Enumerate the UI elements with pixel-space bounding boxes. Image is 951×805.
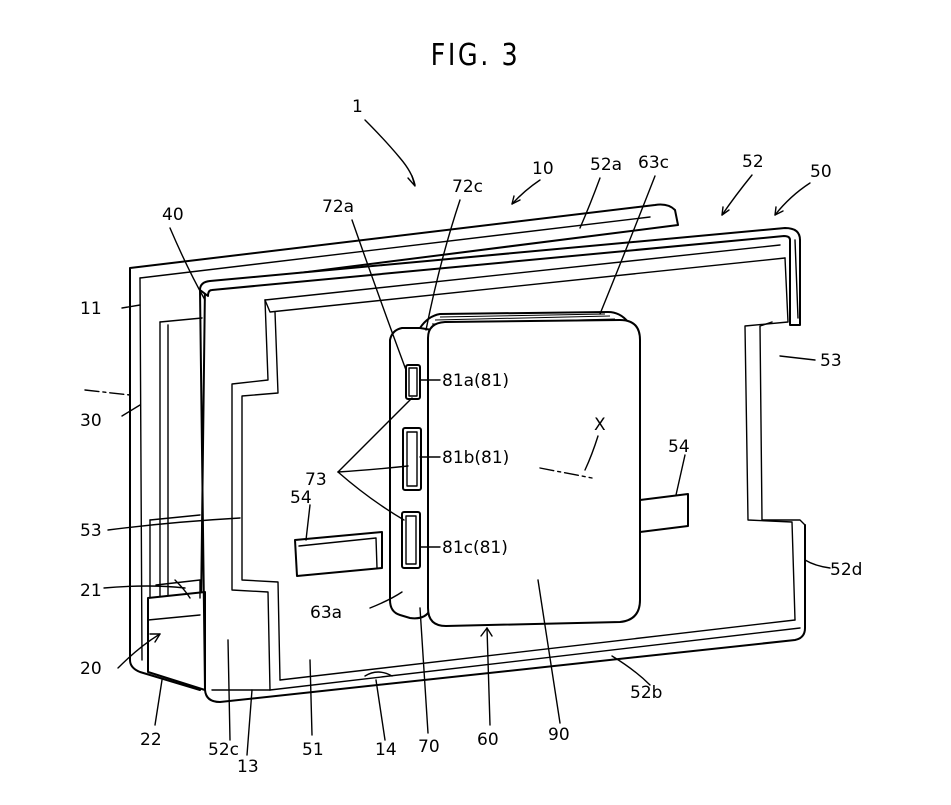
label-11: 11	[80, 299, 102, 319]
label-50: 50	[810, 162, 832, 182]
label-13: 13	[237, 757, 259, 777]
label-53-left: 53	[80, 521, 102, 541]
label-70: 70	[418, 737, 440, 757]
leader-lines	[103, 119, 831, 756]
label-30: 30	[80, 411, 102, 431]
label-81c: 81c(81)	[442, 538, 508, 558]
label-10: 10	[532, 159, 554, 179]
port-81b	[402, 427, 422, 491]
label-72c: 72c	[452, 177, 483, 197]
label-81b: 81b(81)	[442, 448, 509, 468]
label-X: X	[594, 415, 606, 435]
slot-right	[639, 493, 689, 533]
label-52d: 52d	[830, 560, 862, 580]
port-81c	[401, 511, 421, 569]
label-90: 90	[548, 725, 570, 745]
label-63c: 63c	[638, 153, 669, 173]
reference-labels: 1 10 11 13 14 20 21 22 30 40 50 51 52 52…	[80, 97, 862, 777]
back-plate	[129, 203, 679, 691]
figure-title: FIG. 3	[430, 38, 521, 73]
label-81a: 81a(81)	[442, 371, 509, 391]
label-73: 73	[305, 470, 327, 490]
label-14: 14	[375, 740, 397, 760]
label-52a: 52a	[590, 155, 622, 175]
label-52: 52	[742, 152, 764, 172]
label-60: 60	[477, 730, 499, 750]
label-53-right: 53	[820, 351, 842, 371]
label-54-left: 54	[290, 488, 312, 508]
label-52b: 52b	[630, 683, 662, 703]
label-54-right: 54	[668, 437, 690, 457]
label-21: 21	[80, 581, 102, 601]
label-72a: 72a	[322, 197, 354, 217]
axis-30-line	[84, 389, 131, 396]
slot-left	[294, 531, 383, 577]
label-40: 40	[162, 205, 184, 225]
tray-frame	[199, 227, 806, 703]
port-81a	[405, 364, 421, 400]
label-52c: 52c	[208, 740, 239, 760]
label-20: 20	[80, 659, 102, 679]
axis-x-line	[539, 467, 593, 479]
label-1: 1	[352, 97, 363, 117]
label-63a: 63a	[310, 603, 342, 623]
module	[389, 311, 641, 627]
label-51: 51	[302, 740, 324, 760]
label-22: 22	[140, 730, 162, 750]
